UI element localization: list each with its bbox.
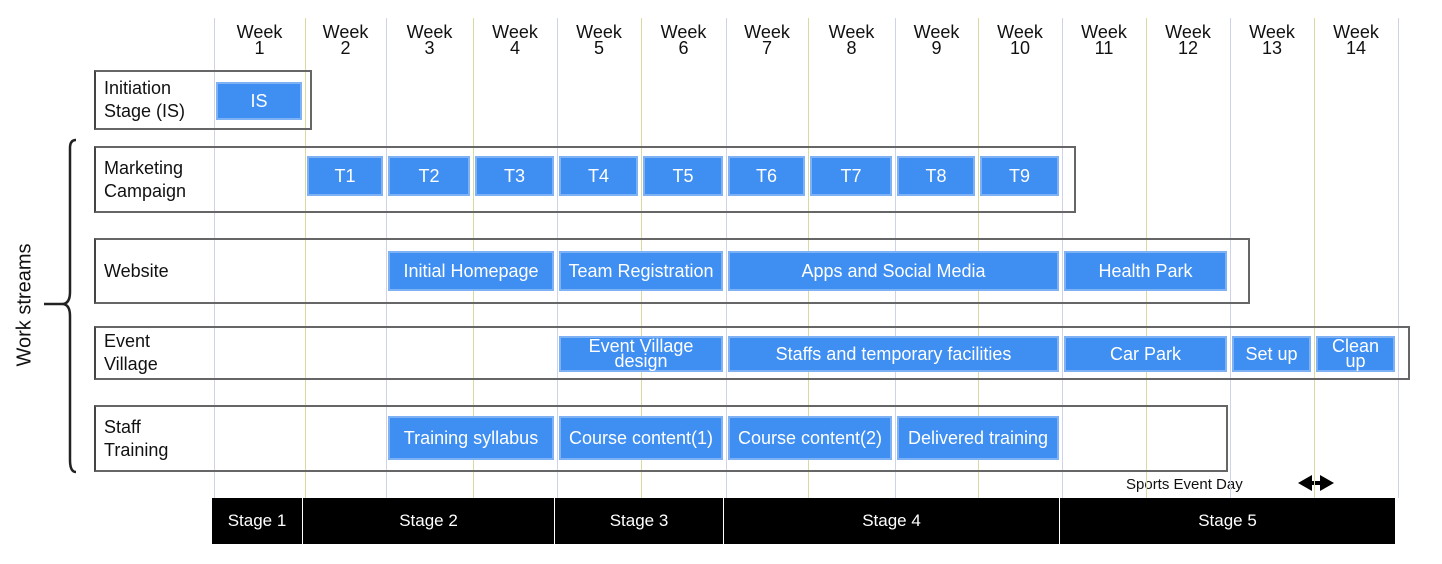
week-grid-line <box>1230 18 1231 498</box>
task-bar: Event Village design <box>559 336 723 372</box>
week-header: Week 1 <box>236 22 283 58</box>
task-bar: Delivered training <box>897 416 1059 460</box>
stage-block: Stage 2 <box>303 498 554 544</box>
week-header: Week 12 <box>1165 22 1211 58</box>
task-bar: Health Park <box>1064 251 1227 291</box>
week-grid-line <box>305 18 306 498</box>
week-header: Week 9 <box>913 22 960 58</box>
double-arrow-icon <box>1298 475 1334 491</box>
week-header: Week 4 <box>492 22 538 58</box>
week-header: Week 6 <box>660 22 707 58</box>
row-label: Marketing Campaign <box>104 157 187 201</box>
task-bar: T4 <box>559 156 638 196</box>
week-header: Week 8 <box>828 22 875 58</box>
task-bar: T8 <box>897 156 975 196</box>
week-header: Week 2 <box>322 22 369 58</box>
task-bar: T1 <box>307 156 383 196</box>
week-header: Week 10 <box>997 22 1043 58</box>
week-grid-line <box>1062 18 1063 498</box>
row-label: Staff Training <box>104 416 169 460</box>
stage-block: Stage 4 <box>724 498 1059 544</box>
work-streams-brace <box>44 138 77 474</box>
task-bar: Team Registration <box>559 251 723 291</box>
stage-block: Stage 5 <box>1060 498 1395 544</box>
task-bar: Apps and Social Media <box>728 251 1059 291</box>
week-grid-line <box>386 18 387 498</box>
stage-block: Stage 3 <box>555 498 723 544</box>
task-bar: T3 <box>475 156 554 196</box>
task-bar: Car Park <box>1064 336 1227 372</box>
week-header: Week 13 <box>1249 22 1295 58</box>
task-bar: Initial Homepage <box>388 251 554 291</box>
task-bar: T2 <box>388 156 470 196</box>
task-bar: Course content(1) <box>559 416 723 460</box>
task-bar: T5 <box>643 156 723 196</box>
task-bar: Clean up <box>1316 336 1395 372</box>
week-header: Week 3 <box>406 22 453 58</box>
row-frame <box>94 146 1076 213</box>
week-header: Week 14 <box>1333 22 1379 58</box>
row-frame <box>94 326 1410 380</box>
task-bar: T6 <box>728 156 805 196</box>
task-bar: Staffs and temporary facilities <box>728 336 1059 372</box>
week-grid-line <box>1314 18 1315 498</box>
sports-event-day-label: Sports Event Day <box>1126 476 1243 493</box>
week-grid-line <box>557 18 558 498</box>
row-frame <box>94 70 312 130</box>
week-header: Week 7 <box>744 22 790 58</box>
row-label: Initiation Stage (IS) <box>104 78 186 121</box>
task-bar: T9 <box>980 156 1059 196</box>
row-label: Website <box>104 260 169 281</box>
row-frame <box>94 405 1228 472</box>
task-bar: Course content(2) <box>728 416 892 460</box>
row-frame <box>94 238 1250 304</box>
row-label: Event Village <box>104 331 158 374</box>
work-streams-label: Work streams <box>13 243 36 367</box>
week-header: Week 11 <box>1081 22 1127 58</box>
task-bar: IS <box>216 82 302 120</box>
week-header: Week 5 <box>576 22 622 58</box>
week-grid-line <box>214 18 215 498</box>
task-bar: Set up <box>1232 336 1311 372</box>
week-grid-line <box>726 18 727 498</box>
week-grid-line <box>1398 18 1399 498</box>
stage-block: Stage 1 <box>212 498 302 544</box>
task-bar: Training syllabus <box>388 416 554 460</box>
task-bar: T7 <box>810 156 892 196</box>
